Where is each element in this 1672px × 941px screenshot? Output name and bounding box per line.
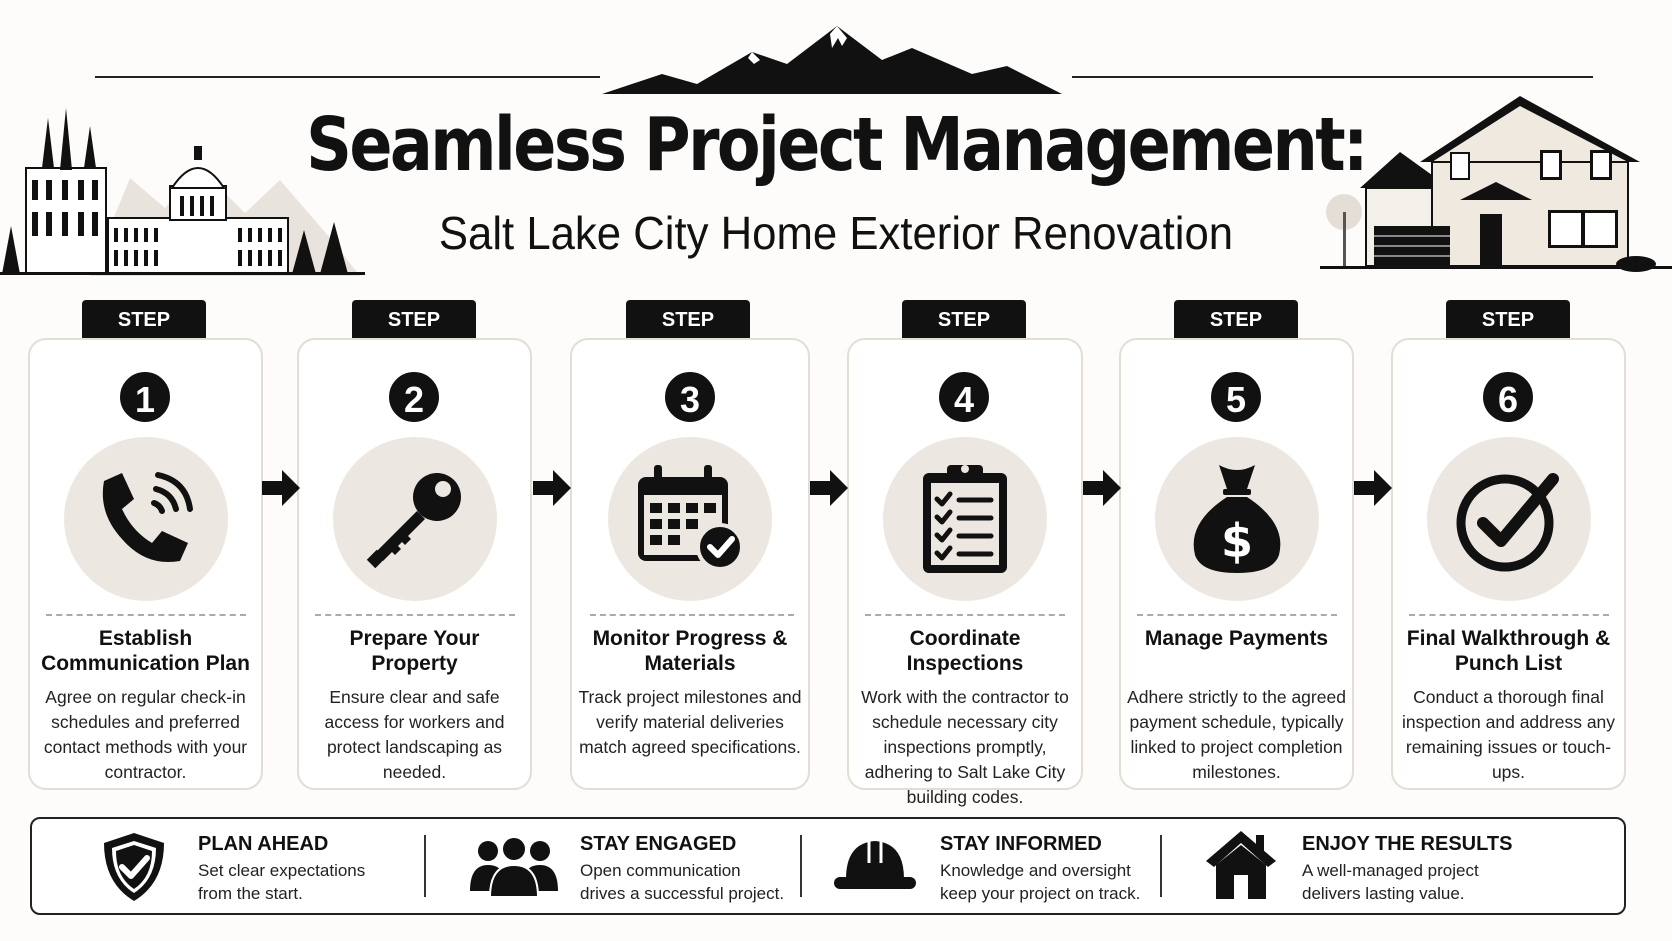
tip-text-2: Open communication drives a successful p…	[580, 861, 785, 903]
step-card-4: 4 Coordinate Inspections Work with the c…	[847, 338, 1083, 807]
tip-title-3: STAY INFORMED	[940, 833, 1102, 855]
step-card-6: 6 Final Walkthrough & Punch List Conduct…	[1391, 338, 1626, 790]
tip-text-1: Set clear expectations from the start.	[198, 861, 366, 903]
tip-separator	[1160, 835, 1162, 897]
tip-text-3: Knowledge and oversight keep your projec…	[940, 861, 1141, 903]
clipboard-checklist-icon	[923, 465, 1007, 573]
header-rule-right	[1072, 76, 1593, 78]
step-divider-2	[315, 614, 515, 616]
step-tag-6: STEP	[1446, 300, 1570, 338]
step-divider-1	[46, 614, 246, 616]
phone-icon	[102, 472, 193, 563]
step-title-2: Prepare Your Property	[349, 627, 480, 675]
tip-separator	[424, 835, 426, 897]
mountain-range-icon	[602, 26, 1062, 94]
step-tag-1: STEP	[82, 300, 206, 338]
tip-title-1: PLAN AHEAD	[198, 833, 329, 855]
step-icon-circle-6	[1427, 437, 1591, 601]
step-number-1: 1	[117, 369, 173, 425]
salt-lake-skyline-icon	[0, 108, 365, 276]
money-bag-icon: $	[1193, 465, 1281, 573]
step-divider-4	[865, 614, 1065, 616]
step-card-5: 5 $ Manage Payments Adhere strictly to t…	[1119, 338, 1354, 790]
step-title-5: Manage Payments	[1144, 627, 1329, 650]
step-desc-5: Adhere strictly to the agreed payment sc…	[1127, 687, 1346, 782]
step-icon-circle-5: $	[1155, 437, 1319, 601]
steps-row: STEP 1 Establish Communication Plan Agre…	[0, 300, 1672, 807]
shield-check-icon	[104, 833, 164, 901]
step-card-3: 3 Monitor Progress & Materials Track pro…	[570, 338, 810, 790]
step-divider-3	[590, 614, 794, 616]
step-number-4: 4	[936, 369, 992, 425]
page-subtitle: Salt Lake City Home Exterior Renovation	[438, 207, 1234, 259]
step-divider-5	[1137, 614, 1337, 616]
key-icon	[366, 473, 461, 569]
step-desc-6: Conduct a thorough final inspection and …	[1401, 687, 1616, 782]
tips-banner: PLAN AHEAD Set clear expectations from t…	[30, 817, 1626, 915]
page-title: Seamless Project Management:	[306, 102, 1368, 188]
step-icon-circle-2	[333, 437, 497, 601]
tip-separator	[800, 835, 802, 897]
house-illustration-icon	[1320, 96, 1672, 272]
check-circle-icon	[1456, 473, 1559, 572]
step-title-1: Establish Communication Plan	[41, 627, 250, 675]
tip-plan-ahead: PLAN AHEAD Set clear expectations from t…	[32, 819, 422, 913]
step-number-5: 5	[1208, 369, 1264, 425]
step-icon-circle-4	[883, 437, 1047, 601]
tip-stay-engaged: STAY ENGAGED Open communication drives a…	[426, 819, 796, 913]
step-title-3: Monitor Progress & Materials	[592, 627, 788, 675]
tip-title-2: STAY ENGAGED	[580, 833, 737, 855]
step-desc-4: Work with the contractor to schedule nec…	[861, 687, 1069, 807]
calendar-check-icon	[638, 465, 744, 571]
step-card-1: 1 Establish Communication Plan Agree on …	[28, 338, 263, 790]
arrow-right-icon	[1083, 470, 1121, 506]
step-number-2: 2	[386, 369, 442, 425]
people-icon	[470, 836, 558, 898]
step-number-6: 6	[1480, 369, 1536, 425]
tip-stay-informed: STAY INFORMED Knowledge and oversight ke…	[802, 819, 1157, 913]
header-rule-left	[95, 76, 600, 78]
step-tag-3: STEP	[626, 300, 750, 338]
step-desc-2: Ensure clear and safe access for workers…	[324, 687, 505, 782]
step-tag-5: STEP	[1174, 300, 1298, 338]
step-divider-6	[1409, 614, 1609, 616]
step-card-2: 2 Prepare Your Property Ensure clear and…	[297, 338, 532, 790]
arrow-right-icon	[262, 470, 300, 506]
house-icon	[1206, 831, 1276, 899]
step-tag-4: STEP	[902, 300, 1026, 338]
step-icon-circle-1	[64, 437, 228, 601]
svg-text:$: $	[1221, 514, 1253, 568]
step-desc-3: Track project milestones and verify mate…	[578, 687, 802, 757]
tip-title-4: ENJOY THE RESULTS	[1302, 833, 1513, 855]
step-number-3: 3	[662, 369, 718, 425]
step-desc-1: Agree on regular check-in schedules and …	[43, 687, 248, 782]
step-title-4: Coordinate Inspections	[906, 627, 1024, 675]
arrow-right-icon	[533, 470, 571, 506]
hard-hat-icon	[834, 841, 916, 889]
tip-enjoy-results: ENJOY THE RESULTS A well-managed project…	[1162, 819, 1622, 913]
tip-text-4: A well-managed project delivers lasting …	[1302, 861, 1479, 903]
arrow-right-icon	[1354, 470, 1392, 506]
step-title-6: Final Walkthrough & Punch List	[1406, 627, 1611, 675]
arrow-right-icon	[810, 470, 848, 506]
step-icon-circle-3	[608, 437, 772, 601]
step-tag-2: STEP	[352, 300, 476, 338]
